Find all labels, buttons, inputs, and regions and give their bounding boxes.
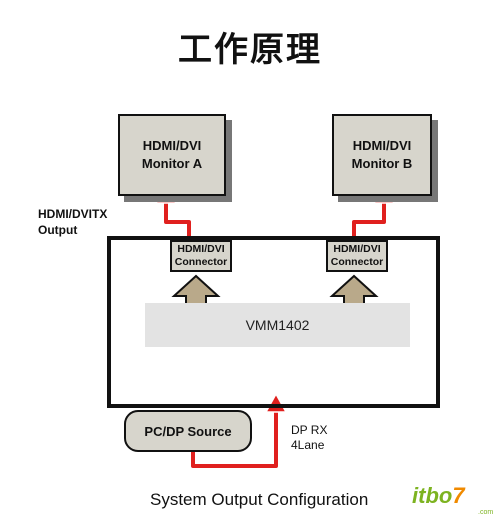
output-label: HDMI/DVITX Output	[38, 206, 107, 238]
pc-dp-source: PC/DP Source	[124, 410, 252, 452]
monitor-b-line1: HDMI/DVI	[352, 138, 412, 153]
monitor-a-line2: Monitor A	[141, 156, 203, 171]
dp-rx-line1: DP RX	[291, 423, 328, 437]
source-label: PC/DP Source	[144, 423, 232, 439]
monitor-a: HDMI/DVI Monitor A	[118, 114, 226, 196]
page-title: 工作原理	[178, 30, 322, 70]
watermark-accent: 7	[452, 483, 465, 508]
red-arrow-b	[352, 201, 386, 241]
connector-a-line2: Connector	[174, 256, 228, 268]
watermark-main: itbo	[412, 483, 453, 508]
watermark-logo: itbo7	[412, 483, 465, 509]
output-label-line1: HDMI/DVITX	[38, 207, 108, 221]
connector-b-line1: HDMI/DVI	[333, 243, 381, 255]
monitor-a-line1: HDMI/DVI	[142, 138, 202, 153]
monitor-b-line2: Monitor B	[351, 156, 413, 171]
diagram-caption: System Output Configuration	[150, 490, 369, 509]
dp-rx-line2: 4Lane	[291, 438, 325, 452]
chip-vmm1402: VMM1402	[145, 303, 410, 347]
red-arrow-a	[164, 201, 191, 241]
chip-label: VMM1402	[245, 317, 310, 333]
monitor-b: HDMI/DVI Monitor B	[332, 114, 432, 196]
dp-rx-label: DP RX 4Lane	[291, 423, 327, 453]
connector-b-line2: Connector	[330, 256, 384, 268]
connector-a-line1: HDMI/DVI	[177, 243, 225, 255]
watermark-sub: .com	[478, 509, 494, 516]
board-outline	[107, 236, 440, 408]
output-label-line2: Output	[38, 223, 78, 237]
